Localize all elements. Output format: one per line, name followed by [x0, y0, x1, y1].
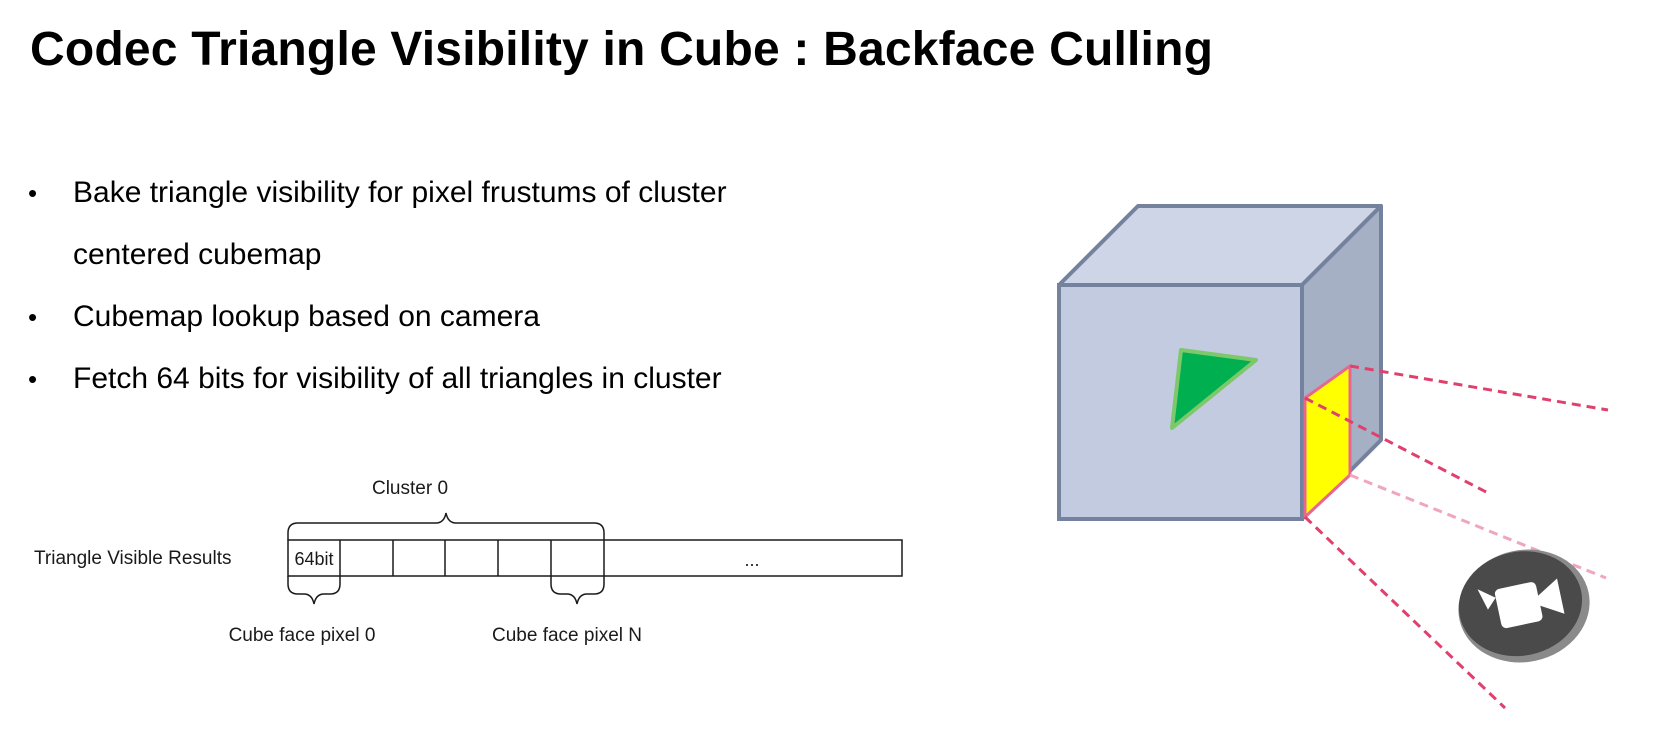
ellipsis-label: ... — [744, 550, 759, 570]
bit-layout-diagram: Triangle Visible Results Cluster 0 64bit… — [34, 478, 903, 646]
first-cell-label: 64bit — [294, 549, 333, 569]
video-camera-icon — [1458, 549, 1590, 663]
frustum-line — [1349, 364, 1609, 412]
frustum-line — [1304, 396, 1491, 496]
pixel-n-label: Cube face pixel N — [492, 625, 642, 646]
bullet-item: • Cubemap lookup based on camera — [28, 286, 848, 348]
bullet-text: Bake triangle visibility for pixel frust… — [73, 176, 727, 271]
frustum-line — [1303, 515, 1507, 710]
bullet-dot: • — [28, 178, 38, 208]
pixel-0-brace — [287, 576, 341, 605]
pixel-0-label: Cube face pixel 0 — [229, 625, 376, 646]
visible-triangle — [1170, 348, 1258, 430]
cube-illustration — [1057, 204, 1609, 710]
bullet-text: Cubemap lookup based on camera — [73, 300, 540, 333]
bit-bar — [287, 539, 903, 577]
bullet-item: • Bake triangle visibility for pixel fru… — [28, 162, 848, 286]
row-label: Triangle Visible Results — [34, 548, 231, 569]
cluster-brace — [287, 512, 605, 540]
bullet-dot: • — [28, 302, 38, 332]
pixel-n-brace — [550, 576, 605, 605]
bullet-dot: • — [28, 364, 38, 394]
cluster-label: Cluster 0 — [372, 478, 448, 499]
bullet-list: • Bake triangle visibility for pixel fru… — [28, 162, 848, 410]
bullet-text: Fetch 64 bits for visibility of all tria… — [73, 362, 722, 395]
slide-title: Codec Triangle Visibility in Cube : Back… — [30, 23, 1214, 76]
bullet-item: • Fetch 64 bits for visibility of all tr… — [28, 348, 848, 410]
